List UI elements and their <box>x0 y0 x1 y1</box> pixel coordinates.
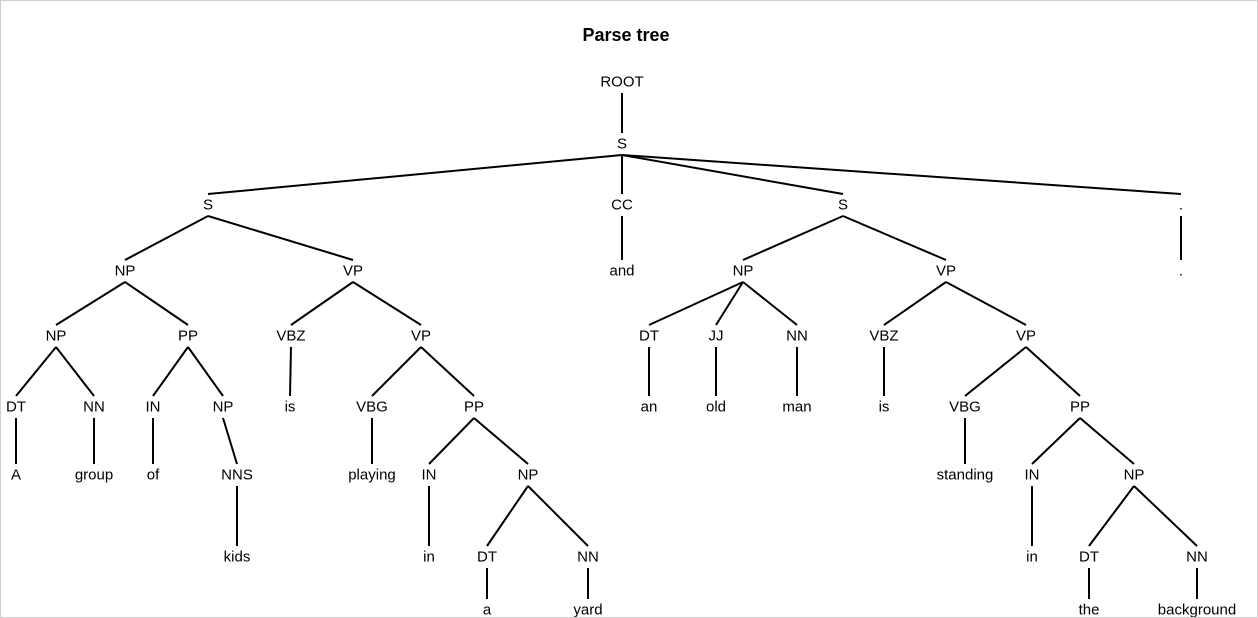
tree-node-label: man <box>782 399 811 416</box>
tree-node-label: NN <box>786 328 808 345</box>
tree-edge <box>742 281 798 326</box>
tree-edge <box>124 281 189 326</box>
tree-node-label: standing <box>937 467 994 484</box>
tree-edge <box>222 417 238 465</box>
tree-node-label: is <box>879 399 890 416</box>
tree-node-label: background <box>1158 602 1236 618</box>
tree-node-label: PP <box>464 399 484 416</box>
tree-edge <box>1031 417 1081 465</box>
tree-node-label: NP <box>115 263 136 280</box>
tree-edge <box>187 346 224 397</box>
tree-node-label: IN <box>422 467 437 484</box>
tree-node-label: is <box>285 399 296 416</box>
tree-node-label: NP <box>1124 467 1145 484</box>
tree-node-label: VBZ <box>869 328 898 345</box>
tree-edge <box>289 346 292 397</box>
tree-node-label: ROOT <box>600 74 643 91</box>
tree-edge <box>945 281 1027 326</box>
tree-node-label: VP <box>343 263 363 280</box>
tree-edge <box>371 346 422 397</box>
tree-node-label: old <box>706 399 726 416</box>
tree-node-label: IN <box>146 399 161 416</box>
tree-edge <box>428 417 475 465</box>
tree-edge <box>527 485 589 547</box>
tree-node-label: yard <box>573 602 602 618</box>
tree-edge <box>152 346 189 397</box>
diagram-title: Parse tree <box>582 25 669 45</box>
tree-edge <box>621 154 844 195</box>
tree-node-label: DT <box>477 549 497 566</box>
tree-node-label: an <box>641 399 658 416</box>
tree-edge <box>290 281 354 326</box>
tree-node-label: CC <box>611 197 633 214</box>
tree-node-label: in <box>423 549 435 566</box>
tree-node-label: NP <box>46 328 67 345</box>
tree-edge <box>1025 346 1081 397</box>
tree-node-label: a <box>483 602 492 618</box>
tree-edge <box>842 215 947 261</box>
tree-edge <box>883 281 947 326</box>
tree-node-label: VBG <box>356 399 388 416</box>
tree-edge <box>55 346 95 397</box>
tree-edge <box>1133 485 1198 547</box>
tree-edge <box>715 281 744 326</box>
tree-edge <box>648 281 744 326</box>
tree-edge <box>964 346 1027 397</box>
tree-edge <box>742 215 844 261</box>
tree-node-label: DT <box>1079 549 1099 566</box>
tree-node-label: VBG <box>949 399 981 416</box>
tree-edges <box>15 93 1198 599</box>
tree-edge <box>486 485 529 547</box>
tree-node-label: NN <box>577 549 599 566</box>
tree-node-label: playing <box>348 467 396 484</box>
tree-node-label: JJ <box>709 328 724 345</box>
tree-node-label: NP <box>733 263 754 280</box>
tree-node-label: and <box>609 263 634 280</box>
tree-node-label: VP <box>1016 328 1036 345</box>
tree-node-label: of <box>147 467 160 484</box>
tree-node-label: NN <box>1186 549 1208 566</box>
tree-node-label: DT <box>639 328 659 345</box>
tree-edge <box>207 215 354 261</box>
tree-node-label: A <box>11 467 21 484</box>
tree-edge <box>1079 417 1135 465</box>
tree-node-label: S <box>617 136 627 153</box>
tree-node-label: IN <box>1025 467 1040 484</box>
tree-node-label: group <box>75 467 113 484</box>
tree-edge <box>207 154 623 195</box>
tree-node-label: DT <box>6 399 26 416</box>
tree-node-label: NP <box>213 399 234 416</box>
tree-node-label: NP <box>518 467 539 484</box>
tree-node-label: PP <box>178 328 198 345</box>
tree-edge <box>124 215 209 261</box>
tree-node-label: the <box>1079 602 1100 618</box>
tree-edge <box>55 281 126 326</box>
tree-node-label: NNS <box>221 467 253 484</box>
tree-node-label: NN <box>83 399 105 416</box>
tree-node-label: kids <box>224 549 251 566</box>
tree-node-label: VBZ <box>276 328 305 345</box>
tree-node-label: . <box>1179 263 1183 280</box>
tree-node-label: S <box>203 197 213 214</box>
tree-node-label: VP <box>411 328 431 345</box>
tree-edge <box>1088 485 1135 547</box>
tree-edge <box>473 417 529 465</box>
tree-edge <box>621 154 1182 195</box>
tree-edge <box>15 346 57 397</box>
tree-node-label: in <box>1026 549 1038 566</box>
tree-edge <box>420 346 475 397</box>
tree-edge <box>352 281 422 326</box>
tree-node-label: S <box>838 197 848 214</box>
tree-node-label: PP <box>1070 399 1090 416</box>
tree-node-label: . <box>1179 197 1183 214</box>
tree-node-label: VP <box>936 263 956 280</box>
